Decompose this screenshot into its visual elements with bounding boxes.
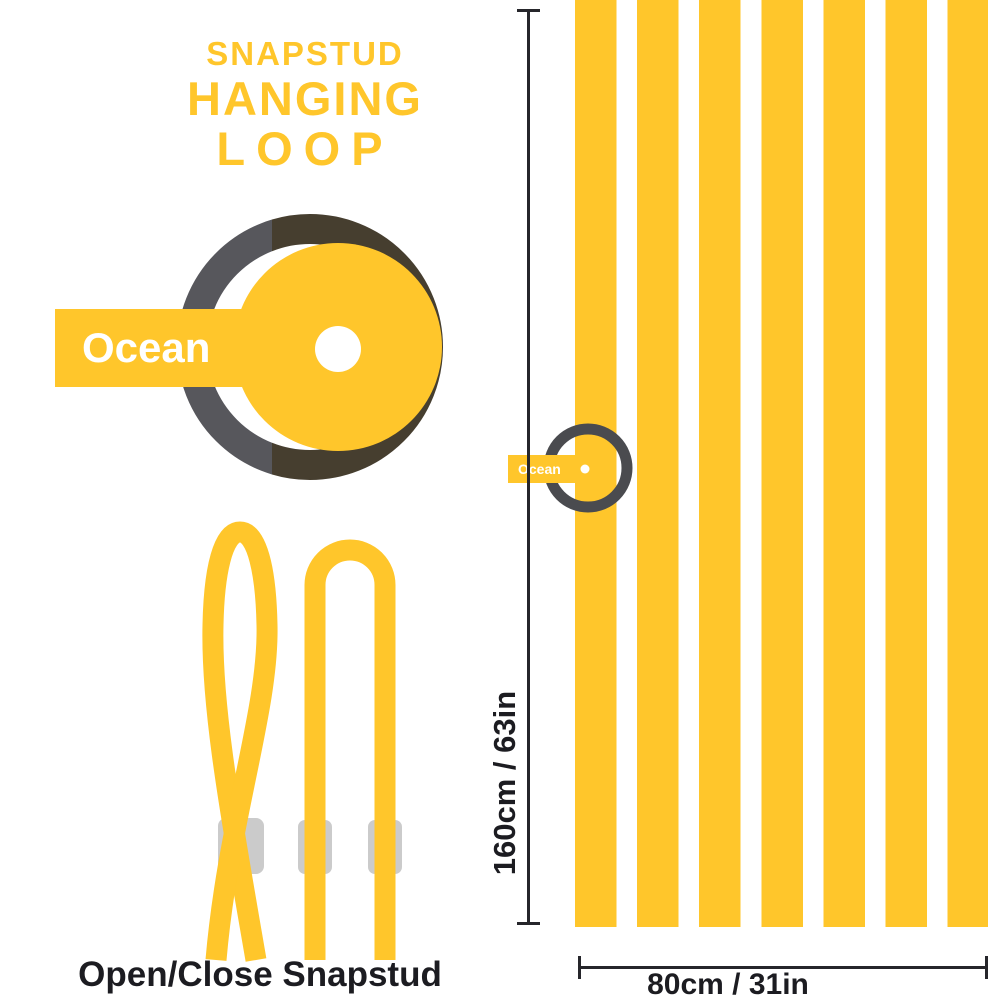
towel-snapstud-hole xyxy=(580,464,590,474)
width-dimension-label: 80cm / 31in xyxy=(647,968,809,1000)
page-title: SNAPSTUD HANGING LOOP xyxy=(100,34,510,174)
towel-brand-label: Ocean xyxy=(518,461,561,477)
open-loop-strap xyxy=(304,539,396,960)
title-line-3: LOOP xyxy=(216,122,394,175)
width-dimension-cap-right xyxy=(985,956,988,979)
height-dimension-cap-bottom xyxy=(517,922,540,925)
height-dimension-cap-top xyxy=(517,9,540,12)
width-dimension-line xyxy=(578,966,988,969)
towel-brand-tab xyxy=(508,455,588,483)
snapstud-loops-diagram xyxy=(202,521,402,962)
title-line-1: SNAPSTUD xyxy=(206,35,404,72)
height-dimension-label: 160cm / 63in xyxy=(487,690,522,876)
towel-hanging-loop: Ocean xyxy=(508,423,633,513)
loop-brand-label: Ocean xyxy=(82,324,210,371)
snapstud-hole xyxy=(315,326,361,372)
hanging-loop-diagram: Ocean xyxy=(55,214,443,480)
snapstud-caption: Open/Close Snapstud xyxy=(78,955,442,994)
height-dimension-line xyxy=(527,11,530,925)
loop-brand-tab xyxy=(55,309,275,387)
closed-loop-strap-right xyxy=(205,521,278,961)
width-dimension-cap-left xyxy=(578,956,581,979)
striped-towel xyxy=(575,0,988,927)
title-line-2: HANGING xyxy=(187,72,423,125)
